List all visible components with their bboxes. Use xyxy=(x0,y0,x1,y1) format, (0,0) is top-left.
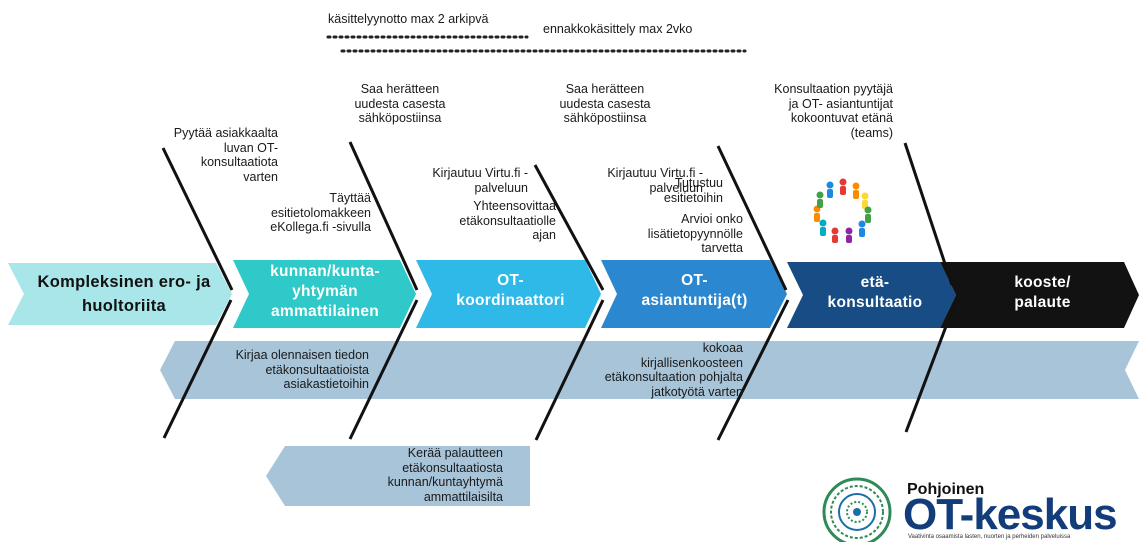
divider-line-2b xyxy=(348,299,419,440)
divider-line-5a xyxy=(903,142,954,286)
timing-label-2-days: käsittelyynotto max 2 arkipvä xyxy=(328,12,489,26)
divider-line-4a xyxy=(716,145,788,291)
chevron-step-2 xyxy=(233,260,416,328)
divider-line-1a xyxy=(161,147,234,291)
divider-line-1b xyxy=(162,299,233,439)
chevron-step-6 xyxy=(940,262,1139,328)
bottom-band-feedback xyxy=(266,446,530,506)
step-label-ot-experts: OT- asiantuntija(t) xyxy=(641,272,748,309)
bottom-band-main xyxy=(160,341,1139,399)
step-label-complex-case: Kompleksinen ero- ja huoltoriita xyxy=(37,273,211,315)
note-schedule: Yhteensovittaa etäkonsultaatiolle ajan xyxy=(459,199,556,242)
step-label-summary-feedback: kooste/ palaute xyxy=(1014,274,1071,311)
chevron-step-5 xyxy=(787,262,956,328)
note-expert-email: Saa herätteen uudesta casesta sähköposti… xyxy=(559,82,651,125)
note-fill-form: Täyttää esitietolomakkeen eKollega.fi -s… xyxy=(270,191,371,234)
note-coordinator-email: Saa herätteen uudesta casesta sähköposti… xyxy=(354,82,446,125)
logo-tagline: Vaativinta osaamista lasten, nuorten ja … xyxy=(908,534,1071,540)
step-label-municipal-professional: kunnan/kunta- yhtymän ammattilainen xyxy=(270,263,380,320)
note-collect-feedback: Kerää palautteen etäkonsultaatiosta kunn… xyxy=(387,446,503,504)
step-label-remote-consultation: etä- konsultaatio xyxy=(827,274,923,311)
note-coordinator-login: Kirjautuu Virtu.fi - palveluun xyxy=(432,166,528,195)
divider-line-3b xyxy=(534,299,605,441)
divider-line-4b xyxy=(716,299,790,441)
chevron-step-4 xyxy=(601,260,787,328)
note-expert-login: Kirjautuu Virtu.fi - palveluun xyxy=(607,166,703,195)
note-compile-summary: kokoaa kirjallisenkoosteen etäkonsultaat… xyxy=(604,341,743,399)
note-meet-remotely: Konsultaation pyytäjä ja OT- asiantuntij… xyxy=(774,82,893,140)
people-circle-icon xyxy=(813,178,872,243)
divider-line-3a xyxy=(533,164,605,291)
logo-top-text: Pohjoinen xyxy=(907,481,985,498)
note-review-info: Tutustuu esitietoihin xyxy=(663,176,723,205)
note-ask-permission: Pyytää asiakkaalta luvan OT- konsultaati… xyxy=(173,126,278,184)
ot-keskus-emblem-icon xyxy=(822,477,892,542)
chevron-step-3 xyxy=(416,260,601,328)
divider-line-2a xyxy=(348,141,419,291)
note-record-info: Kirjaa olennaisen tiedon etäkonsultaatio… xyxy=(235,348,369,391)
logo-main-text: OT-keskus xyxy=(903,490,1118,539)
step-label-ot-coordinator: OT- koordinaattori xyxy=(456,272,565,309)
chevron-step-1 xyxy=(8,263,232,325)
divider-line-5b xyxy=(904,299,958,433)
timing-label-2-weeks: ennakkokäsittely max 2vko xyxy=(543,22,693,36)
note-assess-need: Arvioi onko lisätietopyynnölle tarvetta xyxy=(647,212,743,255)
